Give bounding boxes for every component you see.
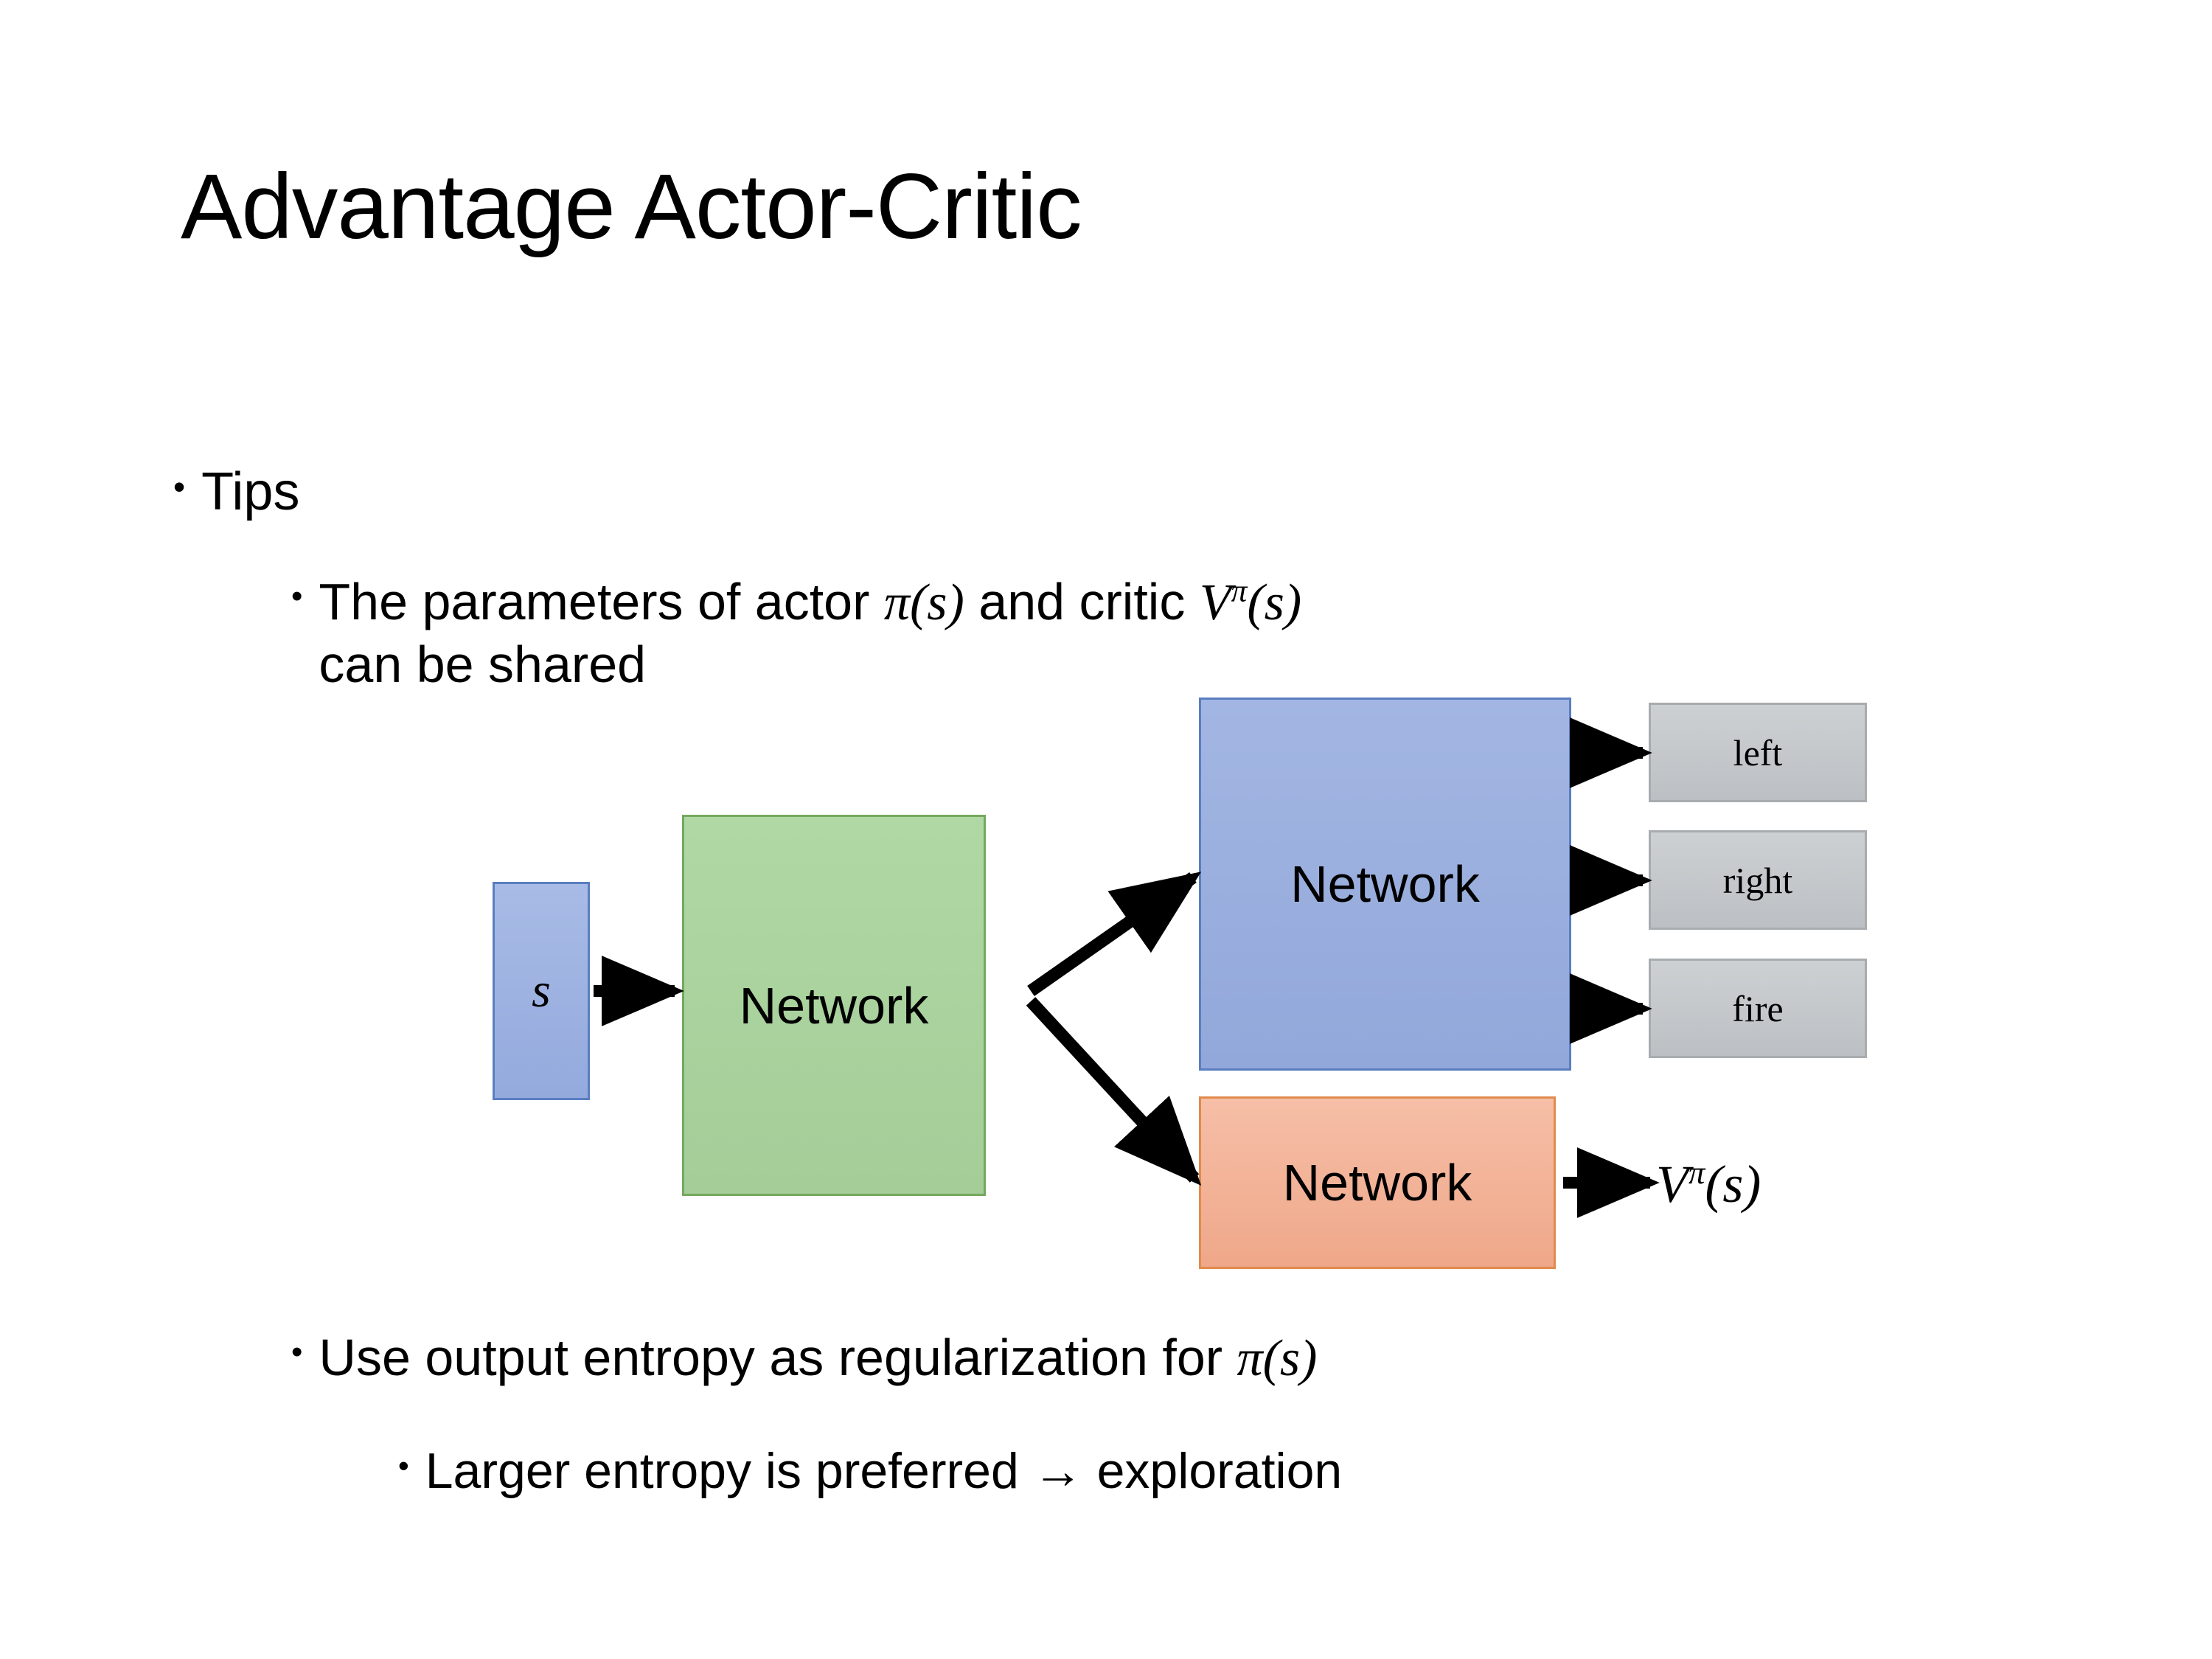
- action-box-right: right: [1649, 830, 1867, 930]
- bullet-shared-parameters: • The parameters of actor π(s) and criti…: [291, 571, 2002, 695]
- bullet-entropy-text: Use output entropy as regularization for…: [319, 1327, 2061, 1390]
- bullet-shared-text: The parameters of actor π(s) and critic …: [319, 571, 2002, 695]
- entropy-text-prefix: Use output entropy as regularization for: [319, 1329, 1237, 1386]
- shared-network-label: Network: [739, 976, 929, 1034]
- bullet-marker-icon: •: [173, 467, 186, 506]
- value-argument: (s): [1705, 1155, 1761, 1214]
- v-symbol: V: [1199, 574, 1231, 631]
- action-box-left: left: [1649, 703, 1867, 802]
- bullet-tips: • Tips: [173, 461, 299, 524]
- bullet-marker-icon: •: [398, 1448, 409, 1483]
- bullet-tips-label: Tips: [201, 462, 300, 521]
- v-superscript-pi: π: [1231, 573, 1248, 609]
- action-box-fire: fire: [1649, 959, 1867, 1058]
- pi-argument: (s): [1262, 1330, 1318, 1387]
- critic-network-box: Network: [1199, 1096, 1556, 1269]
- pi-symbol: π: [883, 574, 910, 631]
- shared-line2: can be shared: [319, 635, 647, 693]
- value-superscript-pi: π: [1688, 1154, 1705, 1191]
- bullet-marker-icon: •: [291, 578, 303, 614]
- bullet-marker-icon: •: [291, 1334, 303, 1370]
- bullet-exploration-label: Larger entropy is preferred → exploratio…: [425, 1443, 1343, 1499]
- arrow-shared-to-critic: [1026, 997, 1202, 1186]
- arrow-shared-to-actor: [1027, 872, 1202, 996]
- input-state-label: s: [532, 964, 551, 1018]
- critic-network-label: Network: [1282, 1154, 1472, 1211]
- shared-line1-prefix: The parameters of actor: [319, 573, 884, 630]
- page-title: Advantage Actor-Critic: [181, 156, 1082, 258]
- v-argument: (s): [1247, 574, 1302, 631]
- pi-symbol: π: [1237, 1330, 1263, 1387]
- value-function-output-label: Vπ(s): [1656, 1154, 1761, 1215]
- bullet-entropy-regularization: • Use output entropy as regularization f…: [291, 1327, 2061, 1390]
- pi-argument: (s): [909, 574, 964, 631]
- action-label-fire: fire: [1732, 987, 1784, 1029]
- action-label-right: right: [1722, 859, 1793, 901]
- input-state-box: s: [493, 882, 590, 1100]
- bullet-exploration: • Larger entropy is preferred → explorat…: [398, 1441, 2057, 1500]
- actor-network-box: Network: [1199, 698, 1571, 1071]
- shared-line1-mid: and critic: [964, 573, 1200, 630]
- actor-network-label: Network: [1290, 855, 1480, 913]
- action-label-left: left: [1733, 731, 1783, 773]
- shared-network-box: Network: [682, 815, 986, 1196]
- value-v-symbol: V: [1656, 1155, 1688, 1214]
